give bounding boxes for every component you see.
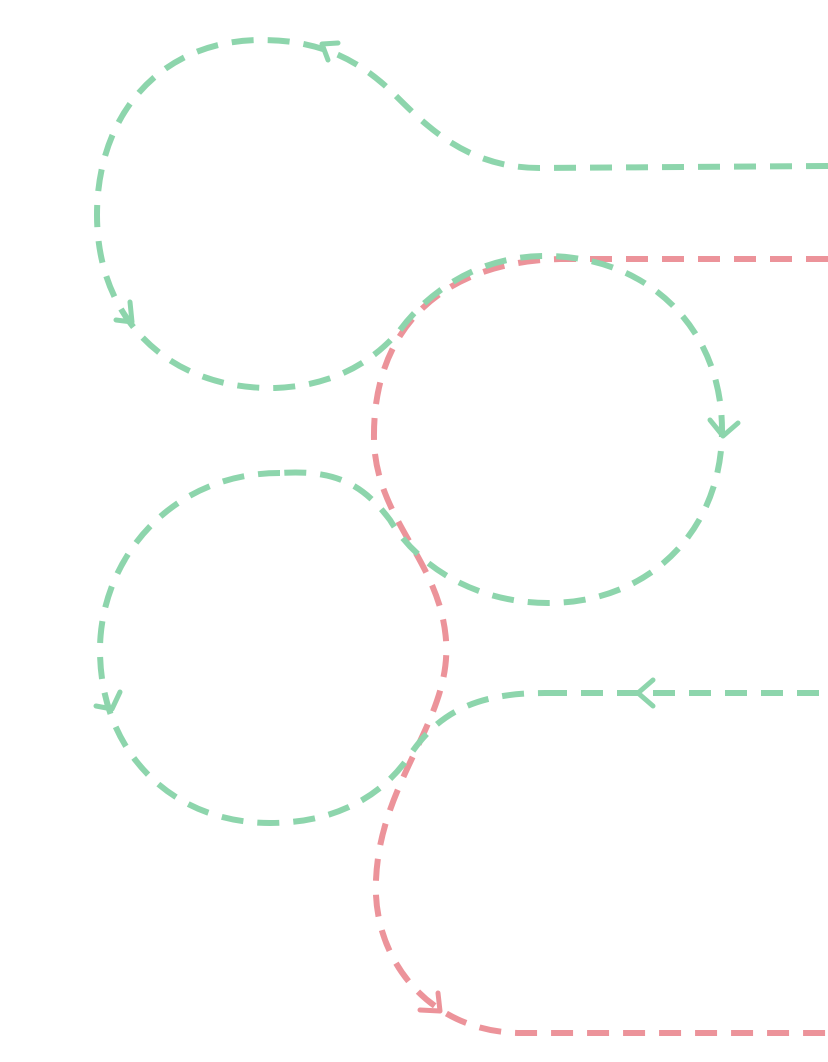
arrow-bottom-line (635, 677, 656, 709)
arrow-top-loop (319, 40, 341, 63)
arrow-middle-circle (707, 417, 741, 439)
arrow-left-loop (113, 299, 135, 325)
green-circle-lower-left (96, 470, 546, 827)
arrow-lower-circle (93, 689, 123, 712)
green-loop-top-left (93, 36, 828, 392)
arrow-red-bottom (417, 990, 443, 1014)
red-curve (370, 256, 828, 1036)
green-circle-middle (279, 252, 726, 607)
